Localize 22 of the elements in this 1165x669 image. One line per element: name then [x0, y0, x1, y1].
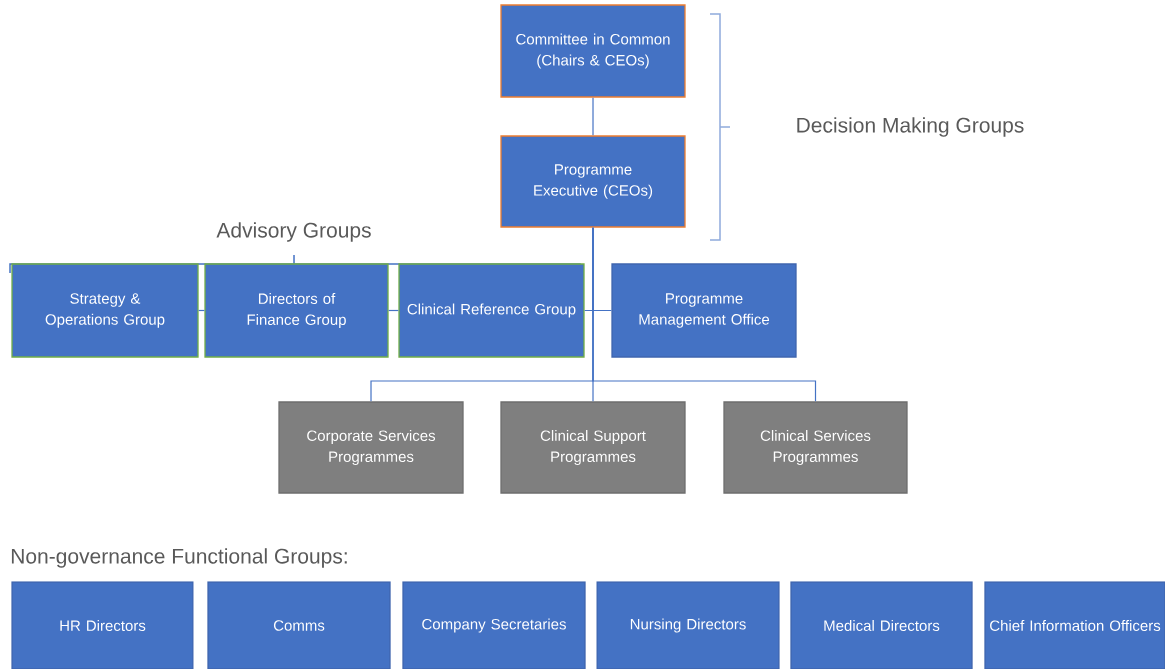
group-box: Nursing Directors — [596, 581, 780, 669]
connector-line — [592, 227, 817, 402]
decision-label: Decision Making Groups — [797, 117, 1024, 137]
advisory-box: Clinical Reference Group — [398, 263, 585, 358]
section-heading: Non-governance Functional Groups: — [11, 548, 347, 568]
group-box: Company Secretaries — [402, 581, 586, 669]
connector-line — [592, 97, 594, 136]
group-box: HR Directors — [11, 581, 194, 669]
programme-box: Corporate Services Programmes — [278, 401, 464, 494]
decision-box: Programme Executive (CEOs) — [500, 135, 686, 228]
connector-line — [388, 309, 399, 312]
advisory-box: Strategy & Operations Group — [11, 263, 199, 358]
office-box: Programme Management Office — [611, 263, 797, 358]
programme-box: Clinical Support Programmes — [500, 401, 686, 494]
group-box: Chief Information Officers — [984, 581, 1165, 669]
group-box: Medical Directors — [790, 581, 973, 669]
programme-box: Clinical Services Programmes — [723, 401, 908, 494]
connector-line — [198, 309, 205, 312]
advisory-label: Advisory Groups — [216, 222, 371, 242]
group-box: Comms — [207, 581, 391, 669]
decision-box: Committee in Common (Chairs & CEOs) — [500, 4, 686, 98]
advisory-box: Directors of Finance Group — [204, 263, 389, 358]
